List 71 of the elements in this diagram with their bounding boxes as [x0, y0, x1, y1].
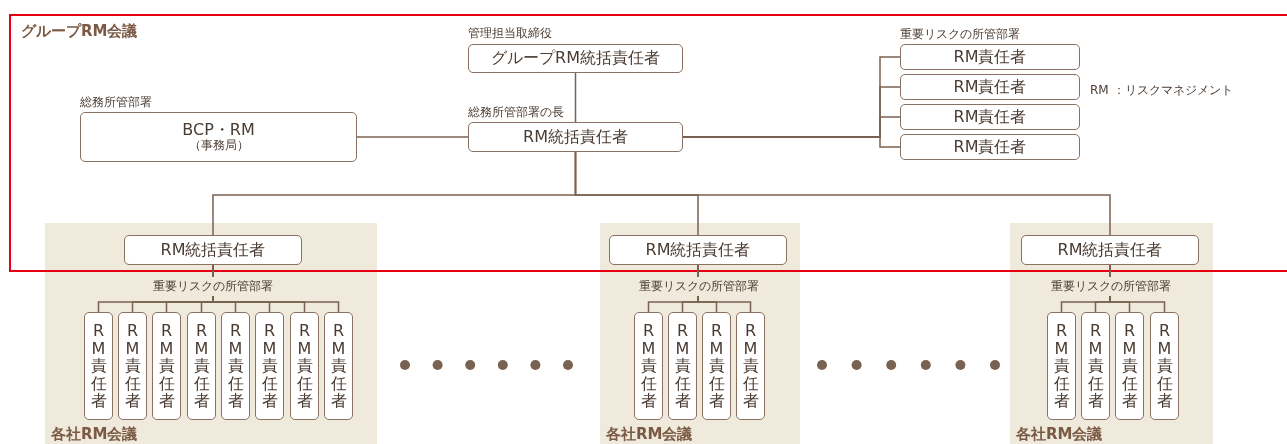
role-box [290, 312, 319, 420]
role-label: RM責任者 [90, 322, 107, 410]
role-label: RM責任者 [1121, 322, 1138, 410]
role-label: RM責任者 [953, 77, 1027, 97]
role-label: グループRM統括責任者 [491, 49, 660, 68]
role-box [900, 44, 1080, 70]
role-label: RM責任者 [193, 322, 210, 410]
role-label: RM責任者 [1087, 322, 1104, 410]
role-label: （事務局） [188, 139, 249, 154]
role-label: RM責任者 [674, 322, 691, 410]
connector-line [574, 72, 577, 123]
role-caption: 総務所管部署の長 [468, 104, 564, 121]
role-box [1047, 312, 1076, 420]
role-box [118, 312, 147, 420]
role-box [736, 312, 765, 420]
group-title: 各社RM会議 [606, 425, 693, 444]
abbreviation-note: RM ：リスクマネジメント [1090, 82, 1233, 99]
role-box [1115, 312, 1144, 420]
role-box [900, 104, 1080, 130]
meeting-frame [9, 14, 1287, 272]
role-box [152, 312, 181, 420]
role-box [255, 312, 284, 420]
role-label: RM責任者 [1053, 322, 1070, 410]
role-box [668, 312, 697, 420]
role-label: RM責任者 [708, 322, 725, 410]
role-box [634, 312, 663, 420]
role-label: RM責任者 [953, 107, 1027, 127]
role-label: RM責任者 [296, 322, 313, 410]
role-label: RM責任者 [261, 322, 278, 410]
role-label: RM責任者 [1156, 322, 1173, 410]
role-box [80, 112, 357, 162]
group-title: 各社RM会議 [51, 425, 138, 444]
role-box [84, 312, 113, 420]
meeting-band [45, 223, 377, 444]
role-label: RM責任者 [330, 322, 347, 410]
role-label: BCP・RM [182, 120, 255, 139]
role-box [468, 122, 683, 152]
role-box [900, 74, 1080, 100]
role-box [1021, 235, 1199, 265]
role-box [1150, 312, 1179, 420]
group-heading: 重要リスクの所管部署 [151, 277, 275, 296]
group-title: 各社RM会議 [1016, 425, 1103, 444]
role-label: RM統括責任者 [160, 240, 266, 260]
role-box [124, 235, 302, 265]
group-title: グループRM会議 [21, 22, 138, 41]
role-box [900, 134, 1080, 160]
role-box [221, 312, 250, 420]
role-box [702, 312, 731, 420]
role-label: RM統括責任者 [645, 240, 751, 260]
role-caption: 総務所管部署 [80, 94, 152, 111]
group-heading: 重要リスクの所管部署 [637, 277, 761, 296]
role-label: RM統括責任者 [523, 127, 628, 147]
role-label: RM責任者 [227, 322, 244, 410]
role-label: RM責任者 [953, 47, 1027, 67]
role-label: RM責任者 [640, 322, 657, 410]
group-heading: 重要リスクの所管部署 [900, 26, 1020, 43]
role-box [187, 312, 216, 420]
role-label: RM統括責任者 [1057, 240, 1163, 260]
connector-line [574, 151, 1111, 236]
role-label: RM責任者 [158, 322, 175, 410]
role-box [468, 44, 683, 73]
role-box [324, 312, 353, 420]
group-heading: 重要リスクの所管部署 [1049, 277, 1173, 296]
role-label: RM責任者 [953, 137, 1027, 157]
connector-line [682, 136, 901, 148]
role-box [609, 235, 787, 265]
role-label: RM責任者 [124, 322, 141, 410]
role-box [1081, 312, 1110, 420]
role-caption: 管理担当取締役 [468, 25, 552, 42]
role-label: RM責任者 [742, 322, 759, 410]
connector-line [356, 136, 469, 138]
